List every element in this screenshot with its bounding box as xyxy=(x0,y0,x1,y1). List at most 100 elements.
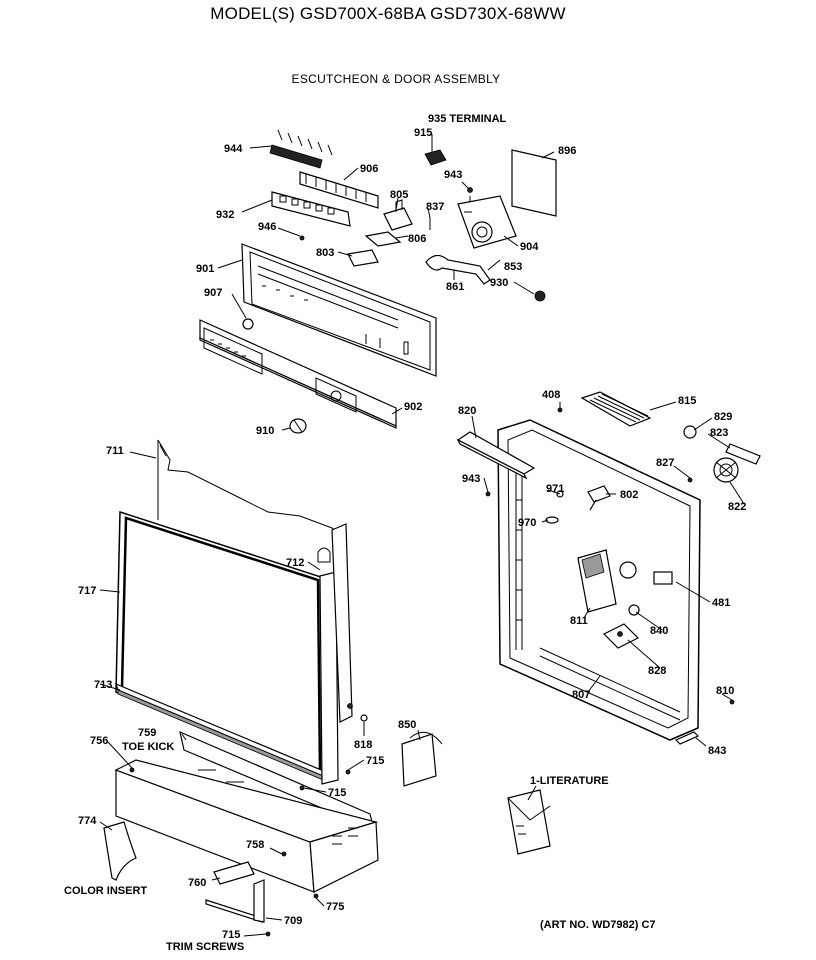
callout-904: 904 xyxy=(520,241,539,253)
callout-709: 709 xyxy=(284,915,302,927)
part-904-timer xyxy=(457,195,517,249)
callout-910: 910 xyxy=(256,425,274,437)
part-820-vent-channel xyxy=(456,431,536,480)
callout-843: 843 xyxy=(708,745,726,757)
part-944-connector xyxy=(269,129,333,169)
callout-946: 946 xyxy=(258,221,276,233)
callout-802: 802 xyxy=(620,489,638,501)
part-811-dispenser xyxy=(577,549,617,613)
callout-850: 850 xyxy=(398,719,416,731)
part-815-vent xyxy=(580,391,652,427)
part-827-screw xyxy=(687,477,693,483)
callout-906: 906 xyxy=(360,163,378,175)
callout-901: 901 xyxy=(196,263,214,275)
callout-915: 915 xyxy=(414,127,432,139)
part-756-toe-kick-panel xyxy=(114,759,379,893)
callout-715-lower: 715 xyxy=(222,929,240,941)
part-803-switch xyxy=(347,249,379,267)
callout-930: 930 xyxy=(490,277,508,289)
callout-literature: 1-LITERATURE xyxy=(530,775,609,787)
part-711-panel-frame xyxy=(157,439,343,537)
part-932-switch-board xyxy=(271,191,351,227)
callout-774: 774 xyxy=(78,815,97,827)
part-818-screw xyxy=(360,714,368,722)
part-712-side-trim xyxy=(317,523,353,785)
callout-944: 944 xyxy=(224,143,243,155)
callout-820: 820 xyxy=(458,405,476,417)
callout-717: 717 xyxy=(78,585,96,597)
callout-trim-screws: TRIM SCREWS xyxy=(166,941,244,953)
part-896-sheet xyxy=(511,149,557,217)
part-810-screw xyxy=(729,699,735,705)
part-861-linkage xyxy=(425,254,491,285)
callout-815: 815 xyxy=(678,395,696,407)
model-title: MODEL(S) GSD700X-68BA GSD730X-68WW xyxy=(0,4,816,24)
part-946-screw xyxy=(299,235,305,241)
callout-935-terminal: 935 TERMINAL xyxy=(428,113,507,125)
art-number: (ART NO. WD7982) C7 xyxy=(540,919,656,931)
callout-481: 481 xyxy=(712,597,730,609)
callout-807: 807 xyxy=(572,689,590,701)
part-717-outer-door-panel xyxy=(115,510,327,782)
callout-760: 760 xyxy=(188,877,206,889)
callout-803: 803 xyxy=(316,247,334,259)
part-907-button xyxy=(242,318,254,330)
callout-715-middle: 715 xyxy=(328,787,346,799)
part-828-arm xyxy=(602,623,640,649)
part-850-bracket xyxy=(401,731,443,787)
callout-902: 902 xyxy=(404,401,422,413)
callout-896: 896 xyxy=(558,145,576,157)
part-802-latch xyxy=(587,485,611,511)
callout-827: 827 xyxy=(656,457,674,469)
callout-775: 775 xyxy=(326,901,344,913)
callout-758: 758 xyxy=(246,839,264,851)
part-943-screw xyxy=(467,187,473,193)
part-1-literature xyxy=(507,789,551,855)
callout-828: 828 xyxy=(648,665,666,677)
part-915-terminal xyxy=(424,149,447,166)
part-481-components xyxy=(619,561,673,616)
callout-971: 971 xyxy=(546,483,564,495)
part-806-plate xyxy=(364,231,402,247)
callout-labels: 944 935 TERMINAL 915 896 906 943 805 837… xyxy=(64,113,746,953)
part-715-trim-screws xyxy=(265,769,351,937)
callout-943-top: 943 xyxy=(444,169,462,181)
callout-837: 837 xyxy=(426,201,444,213)
callout-805: 805 xyxy=(390,189,408,201)
part-805-bracket xyxy=(383,199,413,231)
callout-829: 829 xyxy=(714,411,732,423)
part-760-bracket xyxy=(213,861,255,885)
diagram-title: ESCUTCHEON & DOOR ASSEMBLY xyxy=(0,72,816,86)
callout-943-right: 943 xyxy=(462,473,480,485)
callout-810: 810 xyxy=(716,685,734,697)
part-930-knob xyxy=(534,290,546,302)
callout-818: 818 xyxy=(354,739,372,751)
callout-861: 861 xyxy=(446,281,464,293)
callout-711: 711 xyxy=(106,445,124,457)
callout-932: 932 xyxy=(216,209,234,221)
callout-759: 759 xyxy=(138,727,156,739)
callout-color-insert: COLOR INSERT xyxy=(64,885,147,897)
callout-408: 408 xyxy=(542,389,560,401)
part-902-control-panel xyxy=(199,319,397,429)
model-title-text: MODEL(S) GSD700X-68BA GSD730X-68WW xyxy=(210,4,566,23)
callout-907: 907 xyxy=(204,287,222,299)
part-901-console xyxy=(241,243,437,377)
callout-822: 822 xyxy=(728,501,746,513)
part-910-knob xyxy=(289,418,307,434)
callout-840: 840 xyxy=(650,625,668,637)
callout-713: 713 xyxy=(94,679,112,691)
callout-823: 823 xyxy=(710,427,728,439)
callout-853: 853 xyxy=(504,261,522,273)
callout-806: 806 xyxy=(408,233,426,245)
callout-712: 712 xyxy=(286,557,304,569)
part-906-switch-assembly xyxy=(299,171,379,209)
part-843-hinge xyxy=(674,731,700,745)
part-774-color-insert xyxy=(103,821,137,881)
callout-970: 970 xyxy=(518,517,536,529)
part-829-823-822-dispenser xyxy=(683,425,761,483)
callout-leader-lines xyxy=(99,134,745,937)
callout-toe-kick: TOE KICK xyxy=(122,741,174,753)
